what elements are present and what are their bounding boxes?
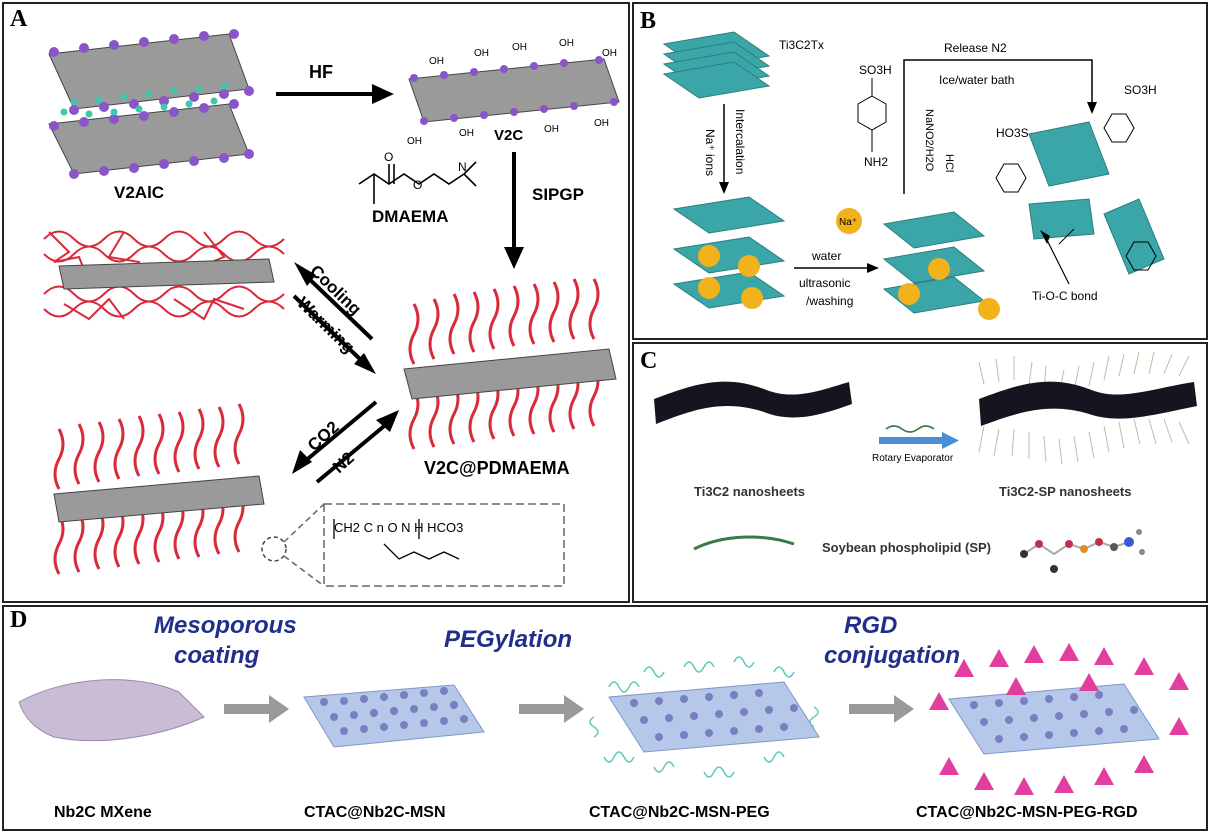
nh2-label: NH2 (864, 155, 888, 169)
conjugation-label: conjugation (824, 642, 960, 669)
co2-label: CO2 (304, 417, 343, 455)
svg-text:OH: OH (602, 48, 617, 59)
ti3c2-sp-nanosheet (979, 381, 1197, 426)
svg-text:O: O (413, 178, 422, 192)
callout-circle (261, 536, 287, 562)
v2alc-crystal (48, 29, 254, 179)
pegylation-label: PEGylation (444, 626, 572, 653)
peg-sheet (589, 656, 820, 778)
svg-text:OH: OH (474, 48, 489, 59)
panel-label: B (640, 8, 657, 34)
panel-b-graphic: Ti3C2Tx Intercalation Na⁺ ions water ult… (662, 31, 1165, 320)
nb2c-label: Nb2C MXene (54, 804, 152, 821)
svg-text:OH: OH (407, 136, 422, 147)
process-arrows (224, 695, 914, 723)
repeat-unit-text: CH2 C n O N H HCO3 (334, 520, 463, 535)
bond-pointer (1043, 233, 1070, 285)
ti3c2tx-stack (662, 31, 771, 99)
ctac-rgd-label: CTAC@Nb2C-MSN-PEG-RGD (916, 804, 1138, 821)
sp-chain (693, 535, 795, 551)
rotary-label: Rotary Evaporator (872, 453, 954, 464)
ti3c2tx-label: Ti3C2Tx (779, 38, 824, 52)
structure-callout (323, 503, 565, 587)
hso3-label: HO3S (996, 126, 1029, 140)
dmaema-structure (358, 161, 477, 204)
coating-label: coating (174, 642, 260, 669)
sp-nanosheet-label: Ti3C2-SP nanosheets (999, 484, 1131, 499)
release-n2-label: Release N2 (944, 41, 1007, 55)
v2c-pdmaema-brush (403, 278, 617, 450)
panel-label: D (10, 607, 28, 633)
panel-a-graphic: V2AlC HF OH OH OH OH OH OH OH OH OH V2C (43, 29, 620, 587)
intercalation-label: Intercalation (733, 109, 747, 174)
tioc-label: Ti-O-C bond (1032, 289, 1098, 303)
panel-label: C (640, 348, 658, 374)
panel-d: D Mesoporous coating PEGylation RGD conj… (2, 605, 1208, 831)
msn-sheet (303, 684, 485, 748)
v2c-pdmaema-label: V2C@PDMAEMA (424, 458, 570, 478)
panel-a: A V2AlC HF (2, 2, 630, 603)
v2alc-label: V2AlC (114, 183, 164, 202)
functionalized-sheets (1028, 121, 1165, 275)
rgd-label: RGD (844, 612, 897, 639)
sp-molecule (1020, 529, 1145, 573)
ctac-peg-label: CTAC@Nb2C-MSN-PEG (589, 804, 770, 821)
svg-text:OH: OH (559, 38, 574, 49)
panel-b: B Ti3C2Tx Intercalation Na⁺ ions wate (632, 2, 1208, 340)
panel-d-graphic: Mesoporous coating PEGylation RGD conjug… (18, 612, 1189, 821)
svg-text:N: N (458, 160, 467, 174)
svg-text:OH: OH (459, 128, 474, 139)
panel-c-graphic: Rotary Evaporator Ti3C2 nanosheets Ti3C2… (654, 351, 1197, 573)
protonated-brush (53, 403, 265, 575)
hcl-label: HCl (943, 154, 955, 172)
benzene-ring (857, 95, 887, 131)
cooling-warming-arrows (292, 262, 376, 374)
ti3c2-nanosheet (654, 381, 852, 424)
svg-text:OH: OH (429, 56, 444, 67)
v2c-label: V2C (494, 127, 523, 144)
svg-text:OH: OH (512, 42, 527, 53)
hf-arrowhead (372, 84, 394, 104)
rotary-arrow (879, 437, 944, 444)
water-label: water (811, 249, 841, 263)
rgd-sheet (929, 643, 1189, 795)
sp-label: Soybean phospholipid (SP) (822, 540, 991, 555)
washing-label: /washing (806, 294, 853, 308)
panel-c: C Rotary Evaporator Ti3C2 nanosheets Ti3… (632, 342, 1208, 603)
dmaema-label: DMAEMA (372, 207, 449, 226)
intercalated-stack (672, 196, 786, 309)
reaction-path (903, 59, 1093, 194)
ctac-msn-label: CTAC@Nb2C-MSN (304, 804, 446, 821)
nb2c-sheet (18, 679, 205, 742)
mesoporous-label: Mesoporous (154, 612, 297, 639)
sipgp-label: SIPGP (532, 185, 584, 204)
collapsed-polymer-stack (43, 230, 285, 321)
svg-text:Na⁺: Na⁺ (839, 217, 857, 228)
na-ion (836, 208, 862, 234)
ice-bath-label: Ice/water bath (939, 73, 1014, 87)
delaminated-stack (882, 211, 1000, 320)
co2-n2-arrows (292, 400, 399, 484)
svg-text:OH: OH (594, 118, 609, 129)
panel-label: A (10, 6, 28, 32)
svg-text:O: O (384, 150, 393, 164)
na-ions-label: Na⁺ ions (703, 129, 717, 176)
svg-text:OH: OH (544, 124, 559, 135)
nano2-label: NaNO2/H2O (923, 109, 935, 172)
v2c-sheet (408, 56, 620, 125)
hydroxyl-groups: OH OH OH OH OH OH OH OH OH (407, 38, 617, 147)
so3h-right-label: SO3H (1124, 83, 1157, 97)
hf-label: HF (309, 62, 333, 82)
ultrasonic-label: ultrasonic (799, 276, 850, 290)
so3h-label: SO3H (859, 63, 892, 77)
nanosheet-label: Ti3C2 nanosheets (694, 484, 805, 499)
